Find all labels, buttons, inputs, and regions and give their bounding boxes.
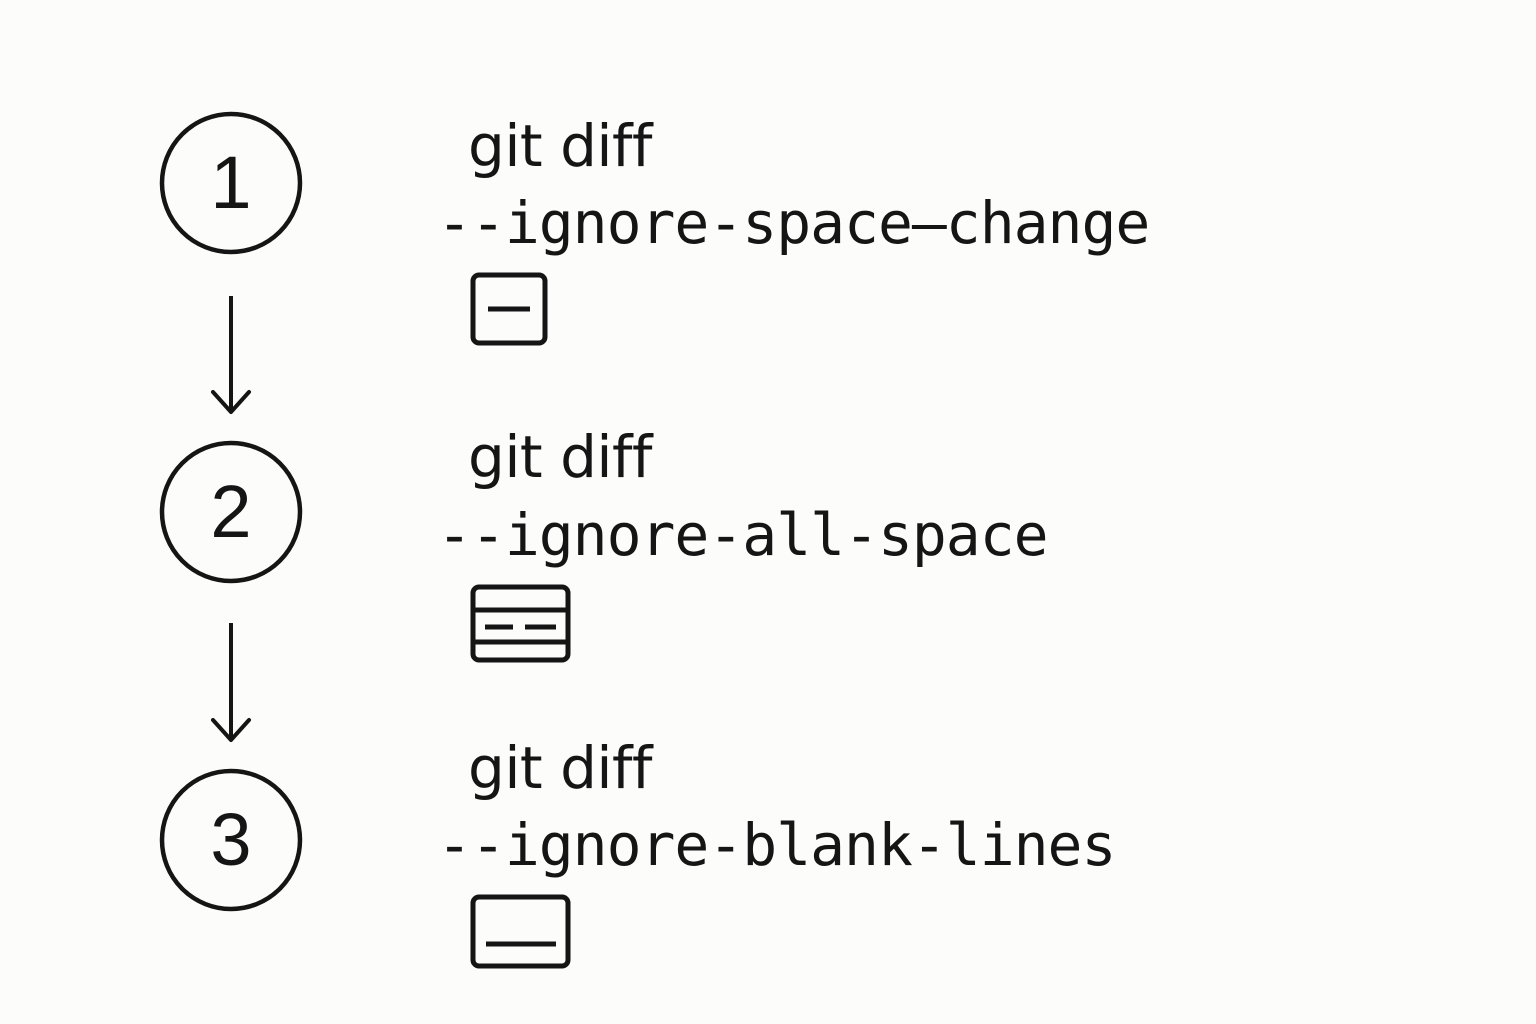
step-3-number: 3 xyxy=(210,798,252,881)
step-1-command: git diff xyxy=(468,112,652,180)
bottom-line-box-icon xyxy=(470,894,571,969)
step-3-flag: --ignore-blank-lines xyxy=(437,811,1116,879)
step-1-flag: --ignore-space—change xyxy=(437,189,1150,257)
step-1-number: 1 xyxy=(210,141,252,224)
step-1-circle xyxy=(159,111,303,255)
step-2-number: 2 xyxy=(210,470,252,553)
step-3-circle xyxy=(159,768,303,912)
step-2-circle xyxy=(159,440,303,584)
split-lines-box-icon xyxy=(470,584,571,663)
step-2-command: git diff xyxy=(468,423,652,491)
step-2-flag: --ignore-all-space xyxy=(437,501,1049,569)
step-3-command: git diff xyxy=(468,734,652,802)
single-line-box-icon xyxy=(470,272,548,346)
arrow-down-icon xyxy=(211,623,251,742)
arrow-down-icon xyxy=(211,296,251,414)
